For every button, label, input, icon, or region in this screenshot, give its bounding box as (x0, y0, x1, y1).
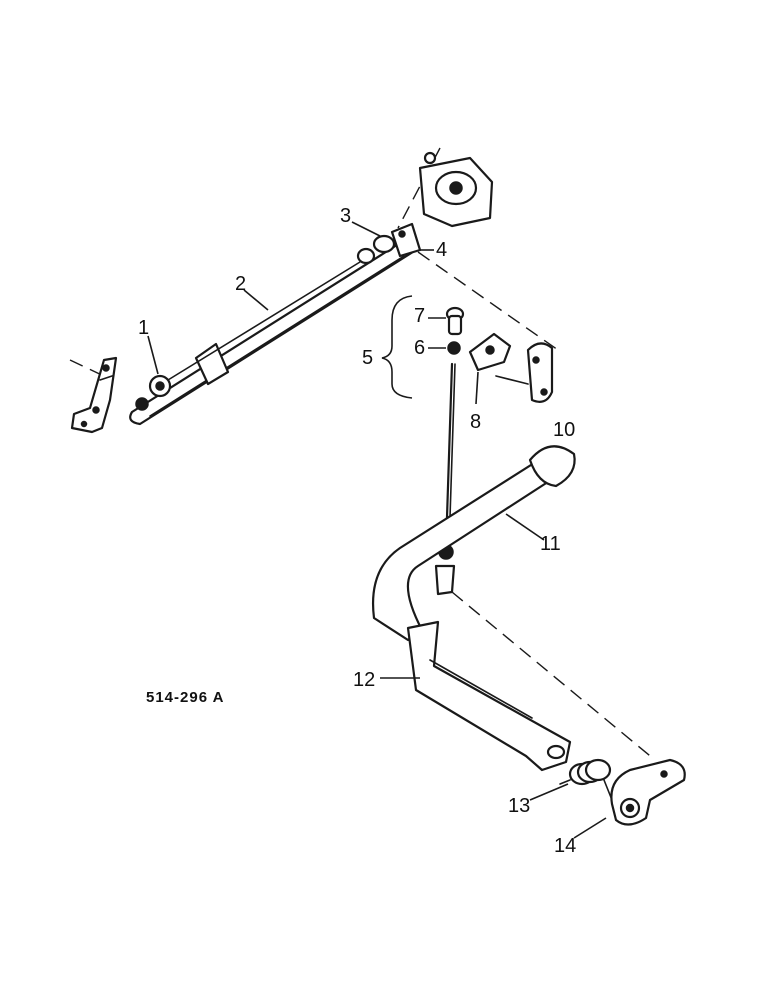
part-11-pedal-arm (372, 445, 576, 642)
callout-11: 11 (540, 533, 561, 555)
callout-1: 1 (138, 317, 149, 339)
callout-7: 7 (414, 305, 425, 327)
part-3-clevis (356, 222, 422, 265)
left-bracket (70, 356, 118, 434)
upper-housing (418, 151, 494, 228)
part-13-spring (559, 758, 613, 801)
leader-lines (147, 221, 607, 839)
callout-14: 14 (554, 835, 576, 857)
part-6-nut (447, 341, 461, 355)
callout-10: 10 (553, 419, 575, 441)
part-8-bracket (468, 332, 512, 372)
callout-4: 4 (436, 239, 447, 261)
threaded-rod (434, 362, 456, 596)
part-7-bolt (445, 306, 465, 336)
callout-12: 12 (353, 669, 375, 691)
part-10-lever (495, 342, 554, 403)
callout-5: 5 (362, 347, 373, 369)
part-12-lower-lever (406, 620, 572, 772)
callouts: 1 2 3 4 5 6 7 8 10 11 12 13 14 (138, 205, 576, 857)
part-14-cam (610, 758, 686, 826)
rod-2 (129, 236, 418, 426)
callout-13: 13 (508, 795, 530, 817)
callout-2: 2 (235, 273, 246, 295)
part-1-nut (148, 374, 172, 398)
callout-8: 8 (470, 411, 481, 433)
callout-3: 3 (340, 205, 351, 227)
figure-reference: 514-296 A (146, 689, 225, 706)
callout-6: 6 (414, 337, 425, 359)
